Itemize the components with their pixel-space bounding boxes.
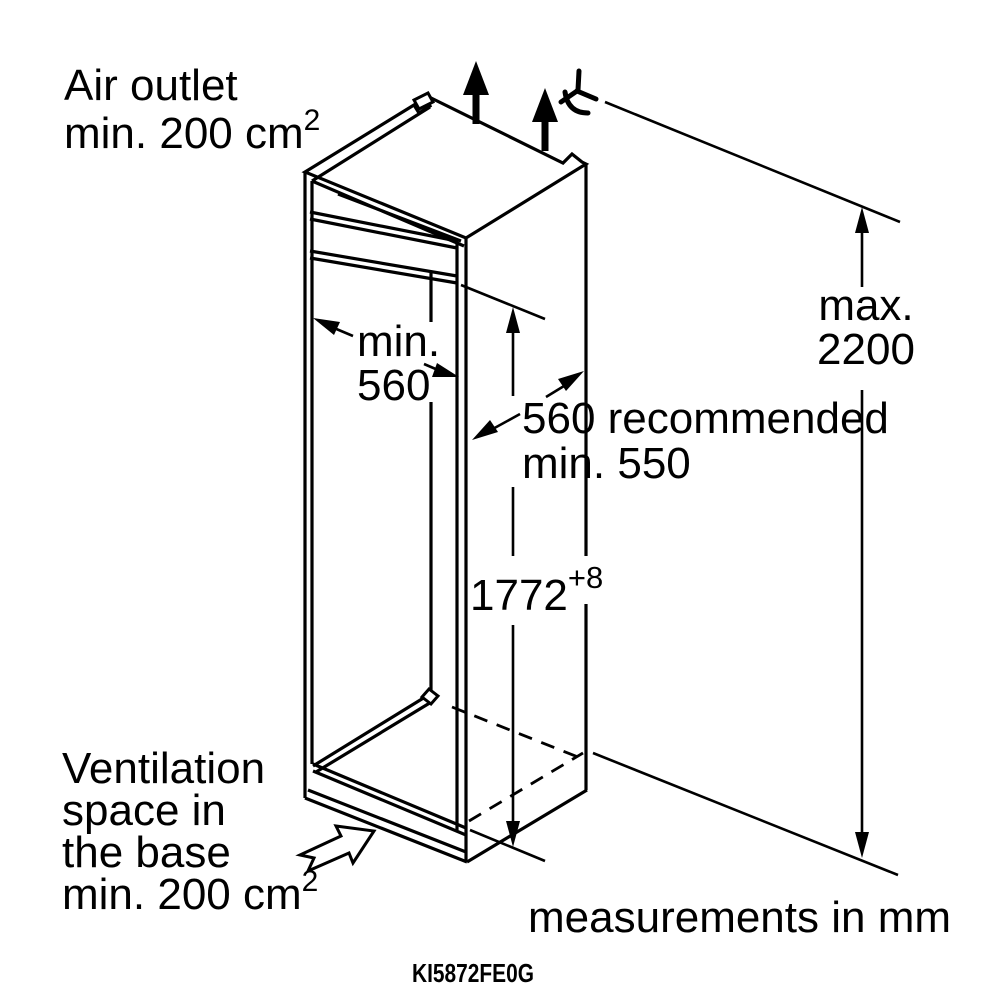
top-rail (309, 210, 459, 285)
max-height-line1: max. (818, 281, 913, 330)
niche-width-line1: min. (357, 317, 440, 366)
niche-height-value: 1772+8 (470, 560, 603, 620)
max-height-dimension: max. 2200 (592, 100, 915, 877)
extension-line-bottom (592, 751, 899, 877)
niche-depth-line1: 560 recommended (522, 394, 889, 443)
niche-depth-line2: min. 550 (522, 439, 691, 488)
arrowhead-lower (472, 420, 498, 440)
arrowhead-down (506, 821, 520, 847)
model-number: KI5872FE0G (412, 958, 534, 988)
hidden-edge-floor-right (468, 751, 584, 823)
extension-line-bottom (469, 828, 546, 863)
ventilation-line3: the base (62, 828, 231, 877)
arrowhead-up (855, 207, 869, 233)
right-wall-front-edge (455, 238, 468, 862)
dim-tail-left (333, 326, 354, 338)
extension-line-top (604, 100, 901, 224)
airflow-blocked-icon (558, 68, 599, 116)
cabinet-niche-drawing (301, 91, 590, 864)
niche-width-line2: 560 (357, 361, 430, 410)
air-flow-arrow-1-head (463, 61, 489, 95)
hidden-edge-floor-back (451, 705, 584, 761)
niche-height-dimension: 1772+8 (460, 283, 603, 863)
air-outlet-line2: min. 200 cm2 (64, 104, 320, 158)
air-outlet-line1: Air outlet (64, 61, 238, 110)
arrowhead-right (432, 363, 459, 377)
dim-line-upper (545, 384, 565, 399)
floor-and-plinth (304, 692, 588, 864)
top-panel-outline (301, 94, 590, 240)
units-note: measurements in mm (528, 893, 951, 942)
max-height-line2: 2200 (817, 325, 915, 374)
ventilation-line4: min. 200 cm2 (62, 865, 318, 919)
niche-depth-dimension: 560 recommended min. 550 (472, 371, 889, 488)
base-ventilation-arrow (295, 824, 377, 874)
floor-vent-notch (419, 686, 441, 707)
arrowhead-up (506, 307, 520, 333)
extension-line-top (460, 283, 546, 321)
air-outlet-label: Air outlet min. 200 cm2 (64, 61, 320, 158)
interior-back-top-edge (337, 192, 462, 243)
air-flow-arrow-2-head (532, 88, 558, 122)
niche-width-dimension: min. 560 (313, 317, 459, 410)
left-wall-edge (303, 172, 314, 798)
arrowhead-left (313, 318, 340, 335)
ventilation-line1: Ventilation (62, 744, 265, 793)
air-flow-arrows (463, 61, 599, 151)
arrowhead-upper (558, 371, 584, 391)
arrowhead-down (855, 832, 869, 858)
air-outlet-notch-left (411, 91, 436, 111)
ventilation-line2: space in (62, 786, 226, 835)
ventilation-label: Ventilation space in the base min. 200 c… (62, 744, 318, 919)
